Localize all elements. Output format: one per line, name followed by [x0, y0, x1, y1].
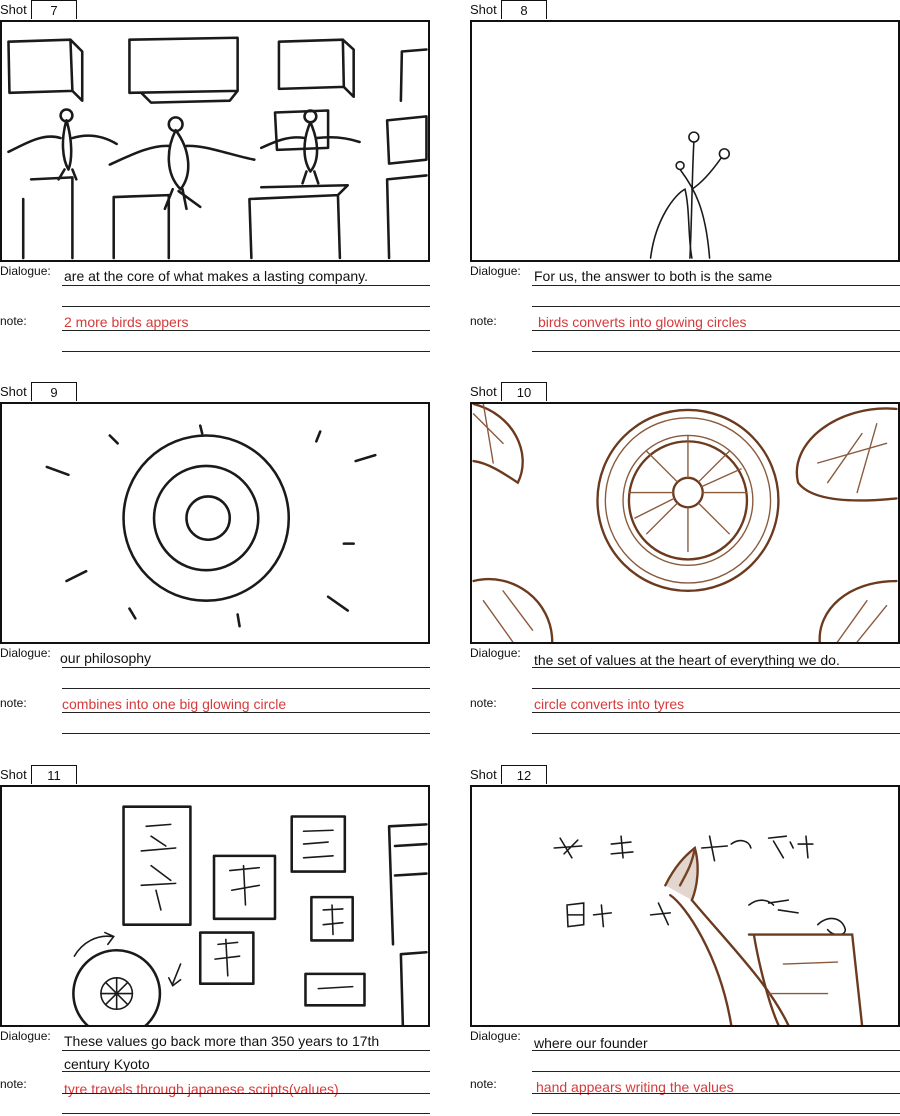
rule-line — [62, 688, 430, 689]
rule-line — [62, 285, 430, 286]
note-text: birds converts into glowing circles — [538, 314, 747, 330]
note-text: circle converts into tyres — [534, 696, 685, 712]
sketch-frame — [470, 785, 900, 1027]
sketch-frame — [0, 402, 430, 644]
shot-panel-8: Shot 8 Dialogue: For us, the answer to b… — [470, 0, 900, 360]
shot-panel-7: Shot 7 Dialogue: are at the core of what… — [0, 0, 430, 360]
note-label: note: — [470, 1077, 497, 1091]
rule-line — [62, 1071, 430, 1072]
sketch-birds-buildings — [7, 36, 428, 260]
shot-number: 10 — [501, 382, 547, 401]
note-text: hand appears writing the values — [536, 1079, 734, 1095]
rule-line — [62, 351, 430, 352]
sketch-glowing-stems — [649, 131, 731, 259]
dialogue-text-line-1: These values go back more than 350 years… — [64, 1033, 380, 1049]
rule-line — [532, 733, 900, 734]
note-text: 2 more birds appers — [64, 314, 189, 330]
rule-line — [532, 688, 900, 689]
dialogue-text: For us, the answer to both is the same — [534, 268, 773, 284]
shot-label: Shot — [0, 767, 27, 782]
rule-line — [532, 712, 900, 713]
rule-line — [532, 351, 900, 352]
note-text: tyre travels through japanese scripts(va… — [64, 1081, 339, 1097]
dialogue-text: where our founder — [534, 1035, 648, 1051]
sketch-frame — [470, 20, 900, 262]
note-label: note: — [0, 696, 27, 710]
rule-line — [62, 330, 430, 331]
shot-label: Shot — [0, 2, 27, 17]
rule-line — [62, 733, 430, 734]
shot-number: 12 — [501, 765, 547, 784]
note-label: note: — [470, 314, 497, 328]
sketch-glowing-circle — [45, 424, 377, 628]
dialogue-label: Dialogue: — [470, 264, 521, 278]
rule-line — [532, 1071, 900, 1072]
dialogue-text: are at the core of what makes a lasting … — [64, 268, 369, 284]
dialogue-label: Dialogue: — [470, 1029, 521, 1043]
note-text: combines into one big glowing circle — [62, 696, 287, 712]
sketch-frame — [0, 785, 430, 1027]
rule-line — [532, 1093, 900, 1094]
dialogue-label: Dialogue: — [0, 1029, 51, 1043]
dialogue-text: our philosophy — [60, 650, 152, 666]
note-label: note: — [0, 1077, 27, 1091]
rule-line — [532, 306, 900, 307]
dialogue-label: Dialogue: — [0, 264, 51, 278]
dialogue-label: Dialogue: — [470, 646, 521, 660]
rule-line — [532, 330, 900, 331]
shot-panel-12: Shot 12 Dialogue: where our founder note… — [470, 765, 900, 1115]
rule-line — [62, 1113, 430, 1114]
rule-line — [532, 667, 900, 668]
note-label: note: — [470, 696, 497, 710]
sketch-tyre-japanese-scripts — [72, 805, 428, 1025]
sketch-frame — [470, 402, 900, 644]
shot-number: 7 — [31, 0, 77, 19]
shot-number: 9 — [31, 382, 77, 401]
shot-label: Shot — [0, 384, 27, 399]
dialogue-label: Dialogue: — [0, 646, 51, 660]
rule-line — [532, 1050, 900, 1051]
sketch-tyres — [472, 404, 898, 642]
dialogue-text-line-2: century Kyoto — [64, 1056, 150, 1072]
shot-label: Shot — [470, 384, 497, 399]
shot-label: Shot — [470, 2, 497, 17]
rule-line — [62, 306, 430, 307]
dialogue-text: the set of values at the heart of everyt… — [534, 652, 840, 668]
shot-panel-10: Shot 10 Dialogue: the set of values at t… — [470, 382, 900, 742]
shot-label: Shot — [470, 767, 497, 782]
rule-line — [62, 1050, 430, 1051]
sketch-hand-writing — [553, 835, 864, 1025]
rule-line — [532, 285, 900, 286]
shot-panel-9: Shot 9 Dialogue: our philosophy note: co… — [0, 382, 430, 742]
shot-number: 11 — [31, 765, 77, 784]
shot-number: 8 — [501, 0, 547, 19]
rule-line — [532, 1113, 900, 1114]
rule-line — [62, 1093, 430, 1094]
rule-line — [62, 667, 430, 668]
rule-line — [62, 712, 430, 713]
note-label: note: — [0, 314, 27, 328]
shot-panel-11: Shot 11 Dialogue: These values go back m… — [0, 765, 430, 1115]
sketch-frame — [0, 20, 430, 262]
